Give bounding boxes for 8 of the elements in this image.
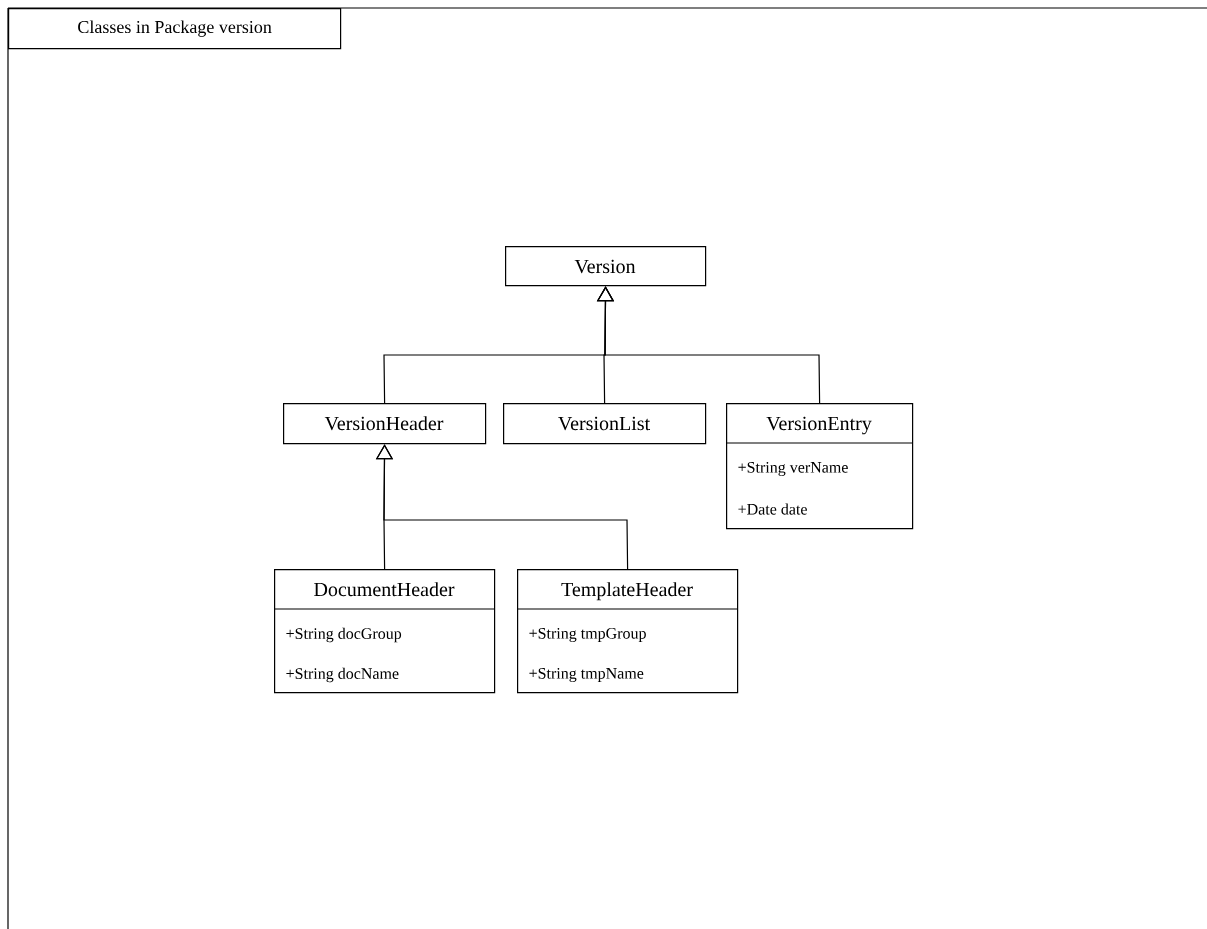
- class-box: VersionEntry +String verName +Date date: [725, 403, 914, 530]
- generalization-arrow: [596, 286, 821, 404]
- class-box: VersionHeader: [283, 403, 487, 445]
- generalization-arrow: [375, 444, 629, 570]
- class-box: TemplateHeader +String tmpGroup +String tmpName: [516, 569, 739, 694]
- class-box: DocumentHeader +String docGroup +String docName: [273, 569, 496, 694]
- class-box: VersionList: [503, 403, 707, 445]
- class-box: Version: [505, 246, 707, 287]
